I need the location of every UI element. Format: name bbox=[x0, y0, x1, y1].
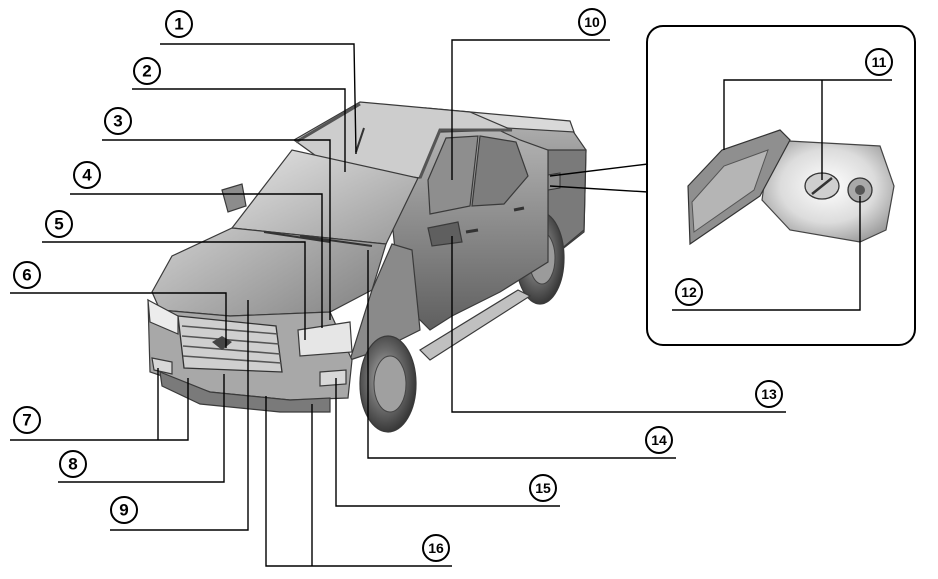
callout-12-label: 12 bbox=[681, 284, 697, 300]
fuel-cap-grip bbox=[811, 177, 833, 195]
grille-bars bbox=[181, 325, 282, 364]
wiper-blades bbox=[263, 231, 373, 247]
front-grille bbox=[177, 315, 283, 373]
front-side-window bbox=[427, 135, 479, 215]
callout-9-label: 9 bbox=[119, 501, 128, 520]
callout-6-label: 6 bbox=[22, 266, 31, 285]
callout-7-label: 7 bbox=[22, 411, 31, 430]
callout-9: 9 bbox=[110, 496, 138, 524]
side-step bbox=[419, 289, 532, 361]
skid-plate bbox=[159, 371, 331, 413]
callout-16-label: 16 bbox=[428, 540, 444, 556]
callout-4-label: 4 bbox=[82, 166, 92, 185]
callout-10: 10 bbox=[578, 8, 606, 36]
callout-3-label: 3 bbox=[113, 112, 122, 131]
callout-14-label: 14 bbox=[651, 432, 667, 448]
cap-holder-center bbox=[855, 185, 865, 195]
left-fog-lamp bbox=[151, 357, 173, 375]
roof-antenna bbox=[355, 127, 365, 153]
callout-15: 15 bbox=[529, 474, 557, 502]
callout-5: 5 bbox=[45, 210, 73, 238]
right-fog-lamp bbox=[319, 369, 347, 387]
callout-8: 8 bbox=[59, 450, 87, 478]
callout-13: 13 bbox=[755, 380, 783, 408]
right-mirror bbox=[427, 221, 463, 247]
callout-5-label: 5 bbox=[54, 215, 63, 234]
inset-connector bbox=[549, 163, 649, 193]
callout-6: 6 bbox=[13, 261, 41, 289]
door-handle-rear bbox=[513, 206, 525, 212]
fuel-door-inner bbox=[691, 149, 769, 233]
callout-2-label: 2 bbox=[142, 62, 151, 81]
callout-10-label: 10 bbox=[584, 14, 600, 30]
front-wheel-rim bbox=[373, 355, 407, 413]
callout-14: 14 bbox=[645, 426, 673, 454]
fuel-door-inset bbox=[549, 25, 916, 346]
callout-1-label: 1 bbox=[174, 15, 183, 34]
roof-rail-left bbox=[295, 102, 361, 144]
door-handle-front bbox=[465, 228, 479, 234]
rear-side-window bbox=[471, 135, 529, 207]
callout-13-label: 13 bbox=[761, 386, 777, 402]
roof-rail-right bbox=[418, 128, 512, 179]
callout-2: 2 bbox=[133, 57, 161, 85]
callout-11: 11 bbox=[865, 48, 893, 76]
pickup-truck-illustration bbox=[147, 101, 587, 433]
callout-1: 1 bbox=[165, 10, 193, 38]
callout-3: 3 bbox=[104, 107, 132, 135]
right-headlamp bbox=[297, 321, 353, 357]
left-mirror bbox=[221, 183, 247, 213]
emblem bbox=[212, 336, 232, 350]
left-headlamp bbox=[147, 298, 179, 335]
callout-16: 16 bbox=[422, 534, 450, 562]
hood bbox=[151, 227, 387, 317]
callout-11-label: 11 bbox=[872, 54, 887, 70]
callout-4: 4 bbox=[73, 161, 101, 189]
callout-8-label: 8 bbox=[68, 455, 77, 474]
callout-12: 12 bbox=[675, 278, 703, 306]
callout-7: 7 bbox=[13, 406, 41, 434]
callout-badges: 1 2 3 4 5 6 7 8 bbox=[13, 8, 893, 562]
callout-15-label: 15 bbox=[535, 480, 551, 496]
leader-lines bbox=[10, 39, 892, 567]
